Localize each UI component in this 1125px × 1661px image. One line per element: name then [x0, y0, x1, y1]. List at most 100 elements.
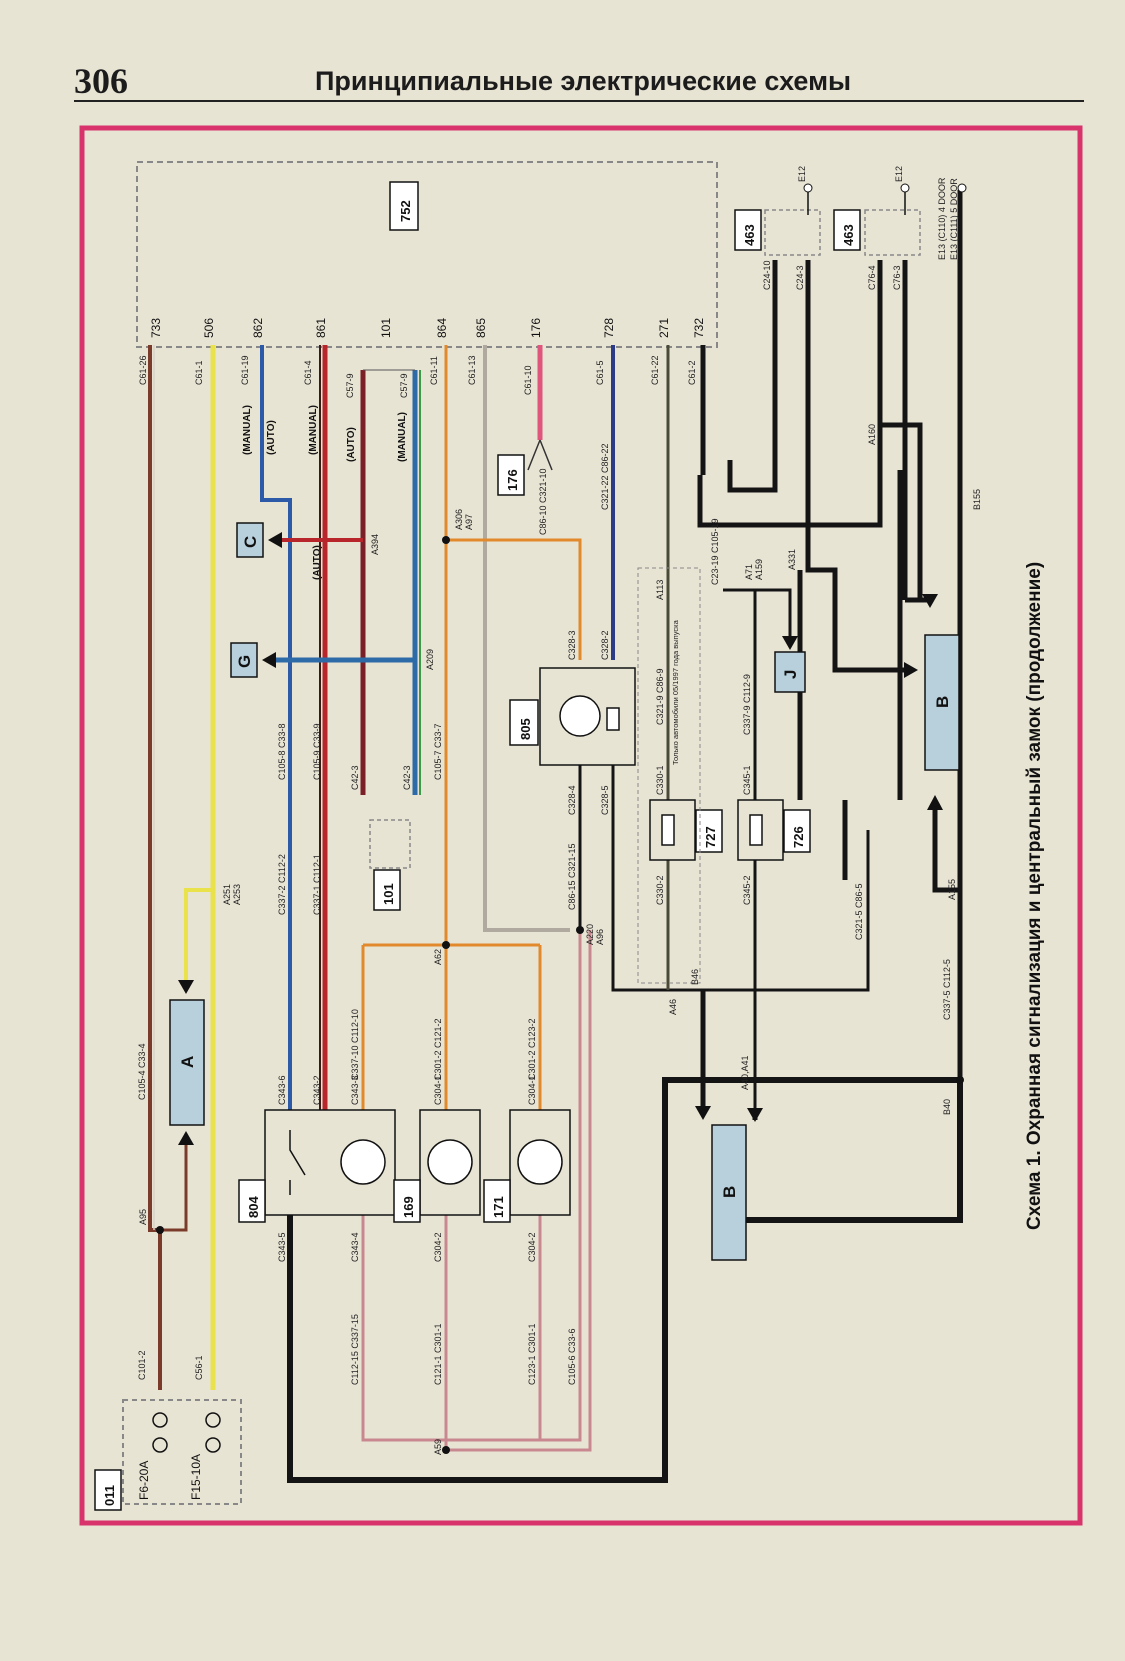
component-463b	[864, 209, 921, 256]
arrow-b-1	[904, 662, 918, 678]
wire-a331	[797, 470, 903, 800]
lbl-a159: A159	[754, 559, 764, 580]
component-726	[737, 799, 784, 861]
lbl-c345-1: C345-1	[742, 765, 752, 795]
connector-b-right	[924, 634, 960, 771]
lbl-c304-2b: C304-2	[527, 1232, 537, 1262]
mode-auto-1: (AUTO)	[266, 420, 277, 455]
conn-c61-4: C61-4	[303, 360, 313, 385]
lbl-a59: A59	[433, 1439, 443, 1455]
conn-c61-1: C61-1	[194, 360, 204, 385]
lbl-only-note: Только автомобили 05/1997 года выпуска	[671, 619, 680, 765]
pin-861: 861	[314, 318, 328, 338]
conn-c57-9a: C57-9	[345, 373, 355, 398]
pin-864: 864	[435, 318, 449, 338]
lbl-c343-3: C343-3	[350, 1075, 360, 1105]
lbl-c121-1: C121-1 C301-1	[433, 1323, 443, 1385]
fuse-f15-label: F15-10A	[189, 1454, 203, 1500]
ground-e12a-symbol	[803, 183, 813, 193]
lbl-c337-9: C337-9 C112-9	[742, 674, 752, 735]
lbl-c105-8: C105-8 C33-8	[277, 723, 287, 780]
mode-auto-2: (AUTO)	[346, 427, 357, 462]
connector-c	[236, 522, 264, 558]
lbl-a46: A46	[668, 999, 678, 1015]
component-101-label-box	[373, 869, 401, 911]
junction-dot	[576, 926, 584, 934]
lbl-c105-9: C105-9 C33-9	[312, 723, 322, 780]
motor-171-icon	[517, 1139, 563, 1185]
lbl-c56-1: C56-1	[194, 1355, 204, 1380]
component-726-label: 726	[791, 826, 806, 848]
junction-dot	[156, 1226, 164, 1234]
lbl-a160: A160	[867, 424, 877, 445]
component-463a-label: 463	[742, 224, 757, 246]
fuse-f15-symbol	[205, 1412, 221, 1428]
component-101-label: 101	[381, 883, 396, 905]
lbl-c76-3: C76-3	[892, 265, 902, 290]
wire-a95	[160, 1140, 188, 1232]
connector-text-labels: C101-2 C56-1 A95 C105-4 C33-4 A251 A253 …	[137, 260, 982, 1455]
connector-j-label: J	[781, 670, 800, 679]
ground-e12b-symbol	[900, 183, 910, 193]
module-752-pins: 733 506 862 861 101 864 865 176 728 271 …	[149, 318, 706, 338]
lbl-c24-10: C24-10	[762, 260, 772, 290]
wire-a306	[446, 538, 582, 660]
lbl-c343-4: C343-4	[350, 1232, 360, 1262]
lbl-b46: B46	[690, 969, 700, 985]
component-169-label: 169	[401, 1196, 416, 1218]
lbl-a209: A209	[425, 649, 435, 670]
arrow-a-in-2	[178, 1131, 194, 1145]
motor-169-icon	[427, 1139, 473, 1185]
conn-c61-11: C61-11	[429, 356, 439, 385]
wire-a251	[184, 888, 213, 985]
fuse-f6-label: F6-20A	[137, 1461, 151, 1500]
page-number: 306	[74, 61, 128, 101]
component-463b-label: 463	[841, 224, 856, 246]
lbl-c343-6: C343-6	[277, 1075, 287, 1105]
lbl-c23-19: C23-19 C105-19	[710, 518, 720, 585]
lbl-c304-1b: C304-1	[527, 1075, 537, 1105]
wire-bottom-loop	[287, 1077, 963, 1483]
lbl-a40: A40,A41	[740, 1055, 750, 1090]
connector-c-label: C	[241, 536, 260, 548]
ground-e12a: E12	[797, 166, 807, 182]
lbl-c321-5: C321-5 C86-5	[854, 883, 864, 940]
component-463a	[764, 209, 821, 256]
lbl-c330-1: C330-1	[655, 765, 665, 795]
component-463a-label-box	[734, 209, 762, 251]
wire-a160	[880, 422, 923, 600]
connector-b-bottom	[711, 1124, 747, 1261]
connector-g	[230, 642, 258, 678]
resistor-805-icon	[606, 707, 620, 731]
connector-b-right-label: B	[933, 696, 952, 708]
lbl-a253: A253	[232, 884, 242, 905]
component-805-label: 805	[518, 718, 533, 740]
lbl-c123-1: C123-1 C301-1	[527, 1323, 537, 1385]
wire-a155	[932, 800, 960, 893]
mode-labels: (MANUAL) (AUTO) (MANUAL) (AUTO) (MANUAL)…	[242, 405, 408, 580]
lbl-b155: B155	[972, 489, 982, 510]
lbl-c42-3b: C42-3	[402, 765, 412, 790]
lbl-c328-5: C328-5	[600, 785, 610, 815]
lbl-c328-2: C328-2	[600, 630, 610, 660]
lbl-c301-2: C301-2 C121-2	[433, 1018, 443, 1080]
pin-728: 728	[602, 318, 616, 338]
lbl-c105-4: C105-4 C33-4	[137, 1043, 147, 1100]
mode-manual-2: (MANUAL)	[308, 405, 319, 455]
lbl-c321-22: C321-22 C86-22	[600, 443, 610, 510]
pin-862: 862	[251, 318, 265, 338]
wire-c76-4	[697, 260, 883, 528]
component-176-label: 176	[505, 469, 520, 491]
connector-a	[169, 999, 205, 1126]
connector-a-label: A	[178, 1056, 197, 1068]
lbl-c304-1a: C304-1	[433, 1075, 443, 1105]
lbl-a306: A306	[454, 509, 464, 530]
fuse-f6: F6-20A	[137, 1412, 168, 1500]
wire-862	[260, 345, 292, 1110]
lbl-c345-2: C345-2	[742, 875, 752, 905]
wire-805-lower	[578, 765, 870, 992]
component-727	[649, 799, 696, 861]
pin-733: 733	[149, 318, 163, 338]
lbl-a97: A97	[464, 514, 474, 530]
lbl-c328-3: C328-3	[567, 630, 577, 660]
